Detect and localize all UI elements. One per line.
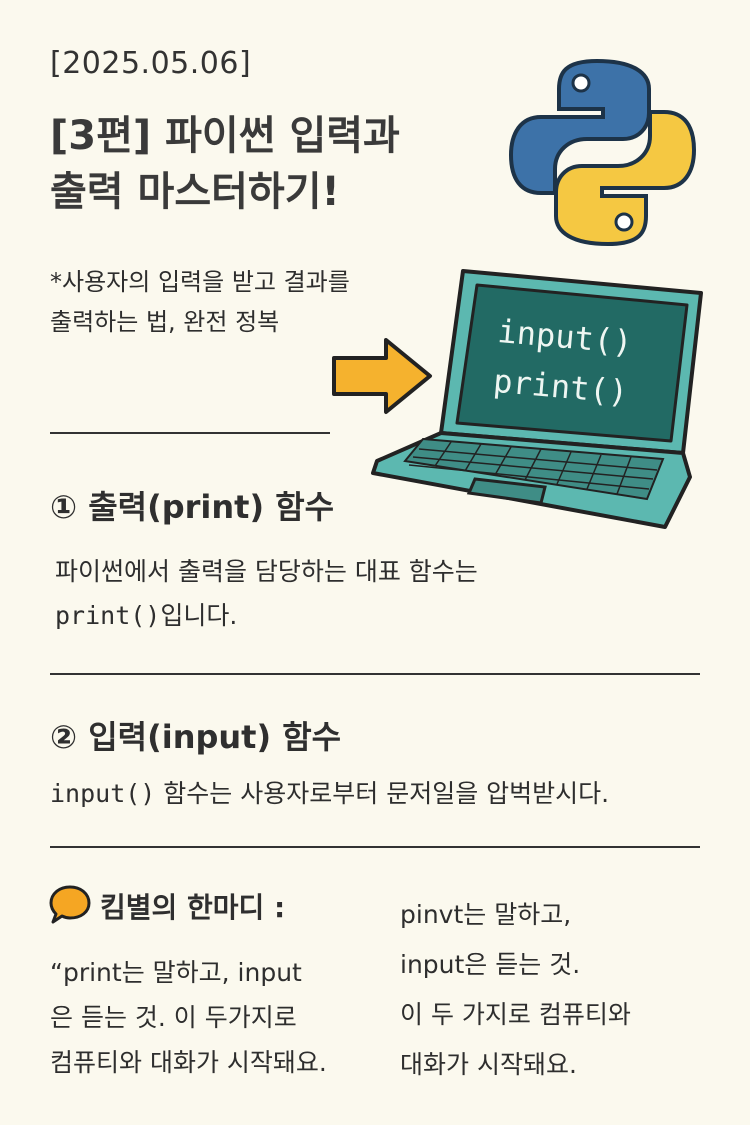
- section-input-heading: ② 입력(input) 함수: [50, 718, 342, 756]
- page-title: [3편] 파이썬 입력과 출력 마스터하기!: [50, 108, 490, 220]
- tip-left-line: 은 듣는 것. 이 두가지로: [50, 1003, 297, 1032]
- laptop-illustration: [371, 269, 703, 529]
- divider: [50, 432, 330, 434]
- subtitle-line-2: 출력하는 법, 완전 정복: [50, 308, 280, 336]
- subtitle: *사용자의 입력을 받고 결과를 출력하는 법, 완전 정복: [50, 262, 410, 342]
- print-code: print(): [55, 601, 161, 630]
- section-print-line-1: 파이썬에서 출력을 담당하는 대표 함수는: [55, 557, 478, 586]
- post-date: [2025.05.06]: [50, 46, 252, 81]
- tip-left-line: 컴퓨티와 대화가 시작돼요.: [50, 1048, 327, 1077]
- tip-quote-right: pinvt는 말하고, input은 듣는 것. 이 두 가지로 컴퓨티와 대화…: [400, 890, 720, 1090]
- input-code: input(): [50, 779, 156, 808]
- title-line-1: [3편] 파이썬 입력과: [50, 113, 400, 159]
- tip-title: 킴별의 한마디 :: [100, 891, 286, 924]
- section-input-suffix: 함수는 사용자로부터 문저일을 압벅받시다.: [155, 779, 610, 808]
- section-input-text: input() 함수는 사용자로부터 문저일을 압벅받시다.: [50, 772, 710, 816]
- speech-bubble-icon: [49, 885, 91, 924]
- section-print-line-2: print()입니다.: [55, 594, 695, 638]
- section-print-heading: ① 출력(print) 함수: [50, 488, 335, 526]
- laptop-screen-text: input() print(): [491, 306, 634, 417]
- section-print-suffix: 입니다.: [160, 601, 238, 630]
- tip-left-line: “print는 말하고, input: [50, 958, 302, 987]
- section-print-text: 파이썬에서 출력을 담당하는 대표 함수는 print()입니다.: [55, 550, 695, 638]
- tip-right-line: input은 듣는 것.: [400, 950, 581, 979]
- tip-quote-left: “print는 말하고, input 은 듣는 것. 이 두가지로 컴퓨티와 대…: [50, 950, 390, 1085]
- divider: [50, 673, 700, 675]
- arrow-right-icon: [332, 338, 432, 414]
- python-logo-icon: [508, 58, 697, 247]
- tip-right-line: 이 두 가지로 컴퓨티와: [400, 1000, 631, 1029]
- subtitle-line-1: *사용자의 입력을 받고 결과를: [50, 268, 350, 296]
- tip-right-line: pinvt는 말하고,: [400, 900, 572, 929]
- title-line-2: 출력 마스터하기!: [50, 169, 340, 215]
- tip-right-line: 대화가 시작돼요.: [400, 1050, 577, 1079]
- divider: [50, 846, 700, 848]
